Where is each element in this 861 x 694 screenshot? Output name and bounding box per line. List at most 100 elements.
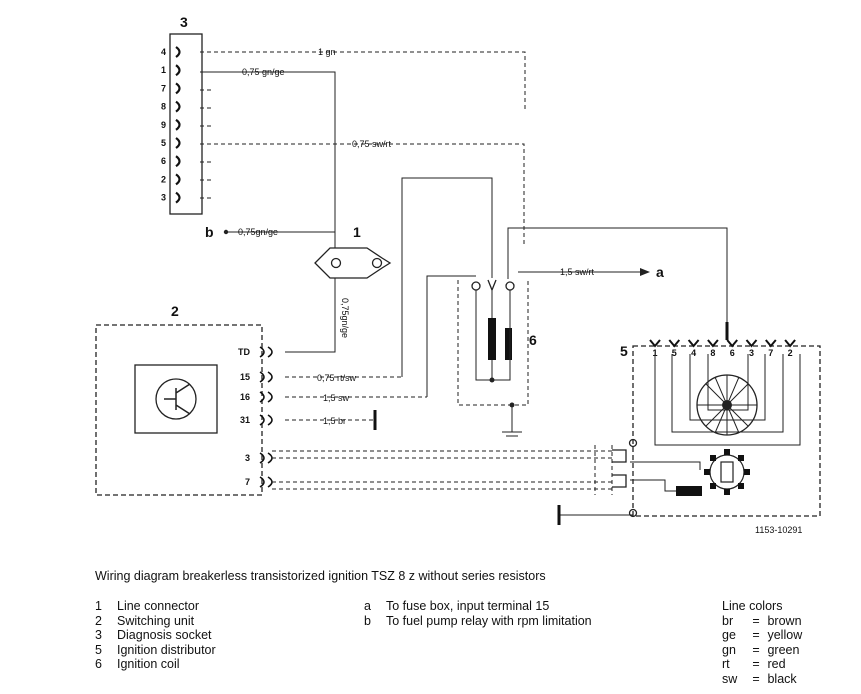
distributor-pin-label: 6 [730, 348, 735, 358]
distributor-pin-label: 1 [652, 348, 657, 358]
coil-label: 6 [529, 332, 537, 348]
color-abbr: sw [722, 671, 738, 686]
line-color-item: rt = red [722, 657, 802, 672]
distributor-pin-label: 5 [672, 348, 677, 358]
term-b-label: b [205, 224, 214, 240]
distributor-pin-label: 3 [749, 348, 754, 358]
cable-shield [594, 445, 613, 495]
color-name: green [767, 642, 800, 657]
coil-primary [488, 318, 496, 360]
drawing-ref: 1153-10291 [755, 525, 802, 535]
legend-term-key: a [364, 599, 371, 613]
legend-part-item: 2 Switching unit [95, 614, 216, 629]
legend-part-number: 5 [95, 642, 102, 657]
socket-pin-contact [175, 46, 181, 58]
legend-term-text: To fuse box, input terminal 15 [386, 599, 550, 613]
color-abbr: rt [722, 657, 730, 672]
connector-pin-left [330, 257, 342, 269]
term-a-label: a [656, 264, 664, 280]
socket-pin-contact [175, 173, 181, 186]
coil-ground-node [509, 402, 515, 408]
pickup-coil [676, 486, 702, 496]
legend-part-text: Ignition coil [117, 657, 180, 672]
line-color-item: ge= yellow [722, 628, 802, 643]
color-equals: = [752, 642, 760, 657]
transistor-leads [164, 383, 191, 415]
wire-label-075swrt: 0,75 sw/rt [352, 139, 392, 149]
line-color-item: br = brown [722, 614, 802, 629]
line-color-item: gn= green [722, 643, 802, 658]
line-connector [314, 247, 392, 279]
socket-pin-label: 7 [161, 83, 166, 93]
switch-label: 2 [171, 303, 179, 319]
arrow-a [640, 268, 650, 276]
color-name: red [767, 657, 786, 672]
distributor-pin-label: 4 [691, 348, 696, 358]
color-abbr: br [722, 613, 734, 628]
socket-pin-label: 8 [161, 102, 166, 112]
socket-pin-label: 1 [161, 65, 166, 75]
distributor-pin-contact [745, 339, 758, 348]
pickup-plug [612, 449, 627, 488]
legend-part-text: Switching unit [117, 613, 195, 628]
transistor-symbol [155, 378, 197, 420]
distributor-pin-contact [668, 339, 681, 348]
legend-part-item: 5 Ignition distributor [95, 643, 216, 658]
coil-terminal-4 [487, 279, 497, 292]
socket-pin-contact [175, 191, 181, 204]
trigger-wheel [704, 449, 750, 495]
diagnosis-socket [169, 33, 203, 215]
legend-part-number: 2 [95, 613, 102, 628]
wire-label-a: 1,5 sw/rt [560, 267, 595, 277]
color-name: black [767, 671, 797, 686]
distributor-pin-contact [687, 339, 700, 348]
coil-terminal-1 [471, 281, 481, 291]
socket-pin-label: 6 [161, 156, 166, 166]
distributor-pin-contact [726, 339, 738, 348]
switch-pin-contact [259, 391, 273, 403]
distributor-pin-contact [649, 339, 661, 348]
wire-gn-ge-td [285, 278, 336, 353]
ignition-distributor [632, 345, 821, 517]
diagram-caption: Wiring diagram breakerless transistorize… [95, 569, 546, 583]
wire-label-075gnge: 0,75 gn/ge [242, 67, 285, 77]
connector-pin-right [371, 257, 383, 269]
switch-pin-contact [259, 346, 273, 358]
transistor-box [134, 364, 218, 434]
wire-sw-rt [200, 143, 525, 245]
color-name: brown [767, 613, 802, 628]
color-equals: = [752, 613, 760, 628]
coil-node [489, 377, 495, 383]
socket-pin-contact [175, 82, 181, 95]
wire-rt-sw-coil [401, 177, 493, 377]
term-b-dot [223, 229, 229, 235]
wire-gn-ge-socket [200, 71, 336, 248]
socket-pin-label: 4 [161, 47, 166, 57]
coil-terminal-15 [505, 281, 515, 291]
switch-pin-label: TD [238, 347, 250, 357]
wire-label-1gn: 1 gn [318, 47, 336, 57]
line-color-item: sw= black [722, 672, 802, 687]
socket-pin-contact [175, 64, 181, 77]
socket-pin-contact [175, 137, 181, 149]
color-abbr: ge [722, 628, 736, 643]
connector-label: 1 [353, 224, 361, 240]
switch-pin-label: 7 [245, 477, 250, 487]
switch-pin-contact [259, 414, 273, 426]
wire-label-15: 0,75 rt/sw [317, 373, 357, 383]
legend-part-text: Ignition distributor [117, 642, 216, 657]
socket-pin-contact [175, 118, 181, 131]
socket-label: 3 [180, 14, 188, 30]
color-name: yellow [767, 628, 803, 643]
color-equals: = [752, 657, 760, 672]
distributor-pin-label: 8 [710, 348, 715, 358]
legend-part-text: Line connector [117, 599, 200, 613]
wire-coil-distributor [507, 227, 728, 328]
